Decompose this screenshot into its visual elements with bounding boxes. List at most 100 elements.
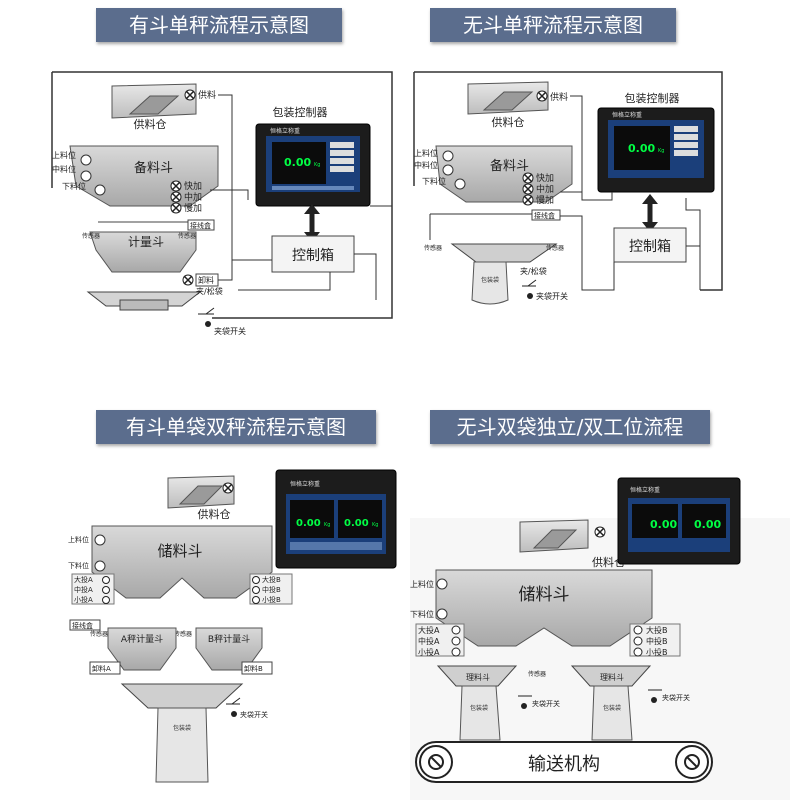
valve-b-icons xyxy=(633,625,643,657)
weigh-hopper-label: 计量斗 xyxy=(128,235,164,249)
valve-b-icons xyxy=(252,576,260,604)
title-banner-2: 无斗单秤流程示意图 xyxy=(430,8,676,42)
valve-a-icons xyxy=(102,576,110,604)
discharge-b-label: 卸料B xyxy=(244,664,263,673)
bag-switch-label: 夹袋开关 xyxy=(214,326,246,336)
level-sensor-icon xyxy=(442,150,454,162)
supply-valve-icon xyxy=(594,526,606,538)
mid-a-label: 中投A xyxy=(74,585,93,594)
bag-switch-icon xyxy=(205,321,211,327)
mid-a-label: 中投A xyxy=(418,636,440,646)
packaging-bag xyxy=(155,707,209,783)
fast-label: 快加 xyxy=(536,172,554,184)
bag-label: 包装袋 xyxy=(470,704,488,712)
display-value-a: 0.00 xyxy=(296,518,321,529)
packaging-bag-a xyxy=(459,685,501,741)
packaging-bag-b xyxy=(591,685,633,741)
small-a-label: 小投A xyxy=(74,595,93,604)
storage-hopper xyxy=(91,525,273,599)
scale-a-hopper xyxy=(107,627,177,671)
bag-clamp xyxy=(86,291,202,307)
junction-box xyxy=(531,209,561,221)
bag-clamp xyxy=(120,683,244,709)
clamp-release-label: 夹/松袋 xyxy=(520,266,547,276)
display-unit: Kg xyxy=(314,162,320,168)
bag-switch-label: 夹袋开关 xyxy=(240,710,268,719)
junction-box-label: 接线盒 xyxy=(72,621,93,630)
bag-label: 包装袋 xyxy=(603,704,621,712)
bag-switch-icon xyxy=(521,703,527,709)
level-sensor-icon xyxy=(442,164,454,176)
panel-1: 供料仓 供料 备料斗 上料位 中料位 下料位 快加 中加 慢加 包装控制器 恒格… xyxy=(51,71,393,336)
brand-label: 恒格立称重 xyxy=(612,111,642,119)
small-b-label: 小投B xyxy=(646,647,668,657)
slow-valve-icon xyxy=(522,194,534,206)
medium-label: 中加 xyxy=(536,183,554,195)
sort-hopper-a-label: 理料斗 xyxy=(466,672,490,682)
title-text: 无斗单秤流程示意图 xyxy=(463,13,643,37)
level-sensor-icon xyxy=(80,170,92,182)
fast-valve-icon xyxy=(170,180,182,192)
sensor-label: 传感器 xyxy=(546,244,564,252)
bag-label: 包装袋 xyxy=(481,276,499,284)
sensor-label: 传感器 xyxy=(178,232,196,240)
big-a-label: 大投A xyxy=(418,625,440,635)
scale-a-label: A秤计量斗 xyxy=(121,633,163,645)
brand-label: 恒格立称重 xyxy=(270,127,300,135)
junction-box xyxy=(69,619,101,631)
discharge-valve-icon xyxy=(182,274,194,286)
title-banner-4: 无斗双袋独立/双工位流程 xyxy=(430,410,710,444)
medium-valve-icon xyxy=(522,183,534,195)
lower-level-label: 下料位 xyxy=(422,176,446,186)
display-value: 0.00 xyxy=(284,156,311,169)
sensor-label: 传感器 xyxy=(528,670,546,678)
fast-label: 快加 xyxy=(184,180,202,192)
level-sensor-icon xyxy=(94,560,106,572)
conveyor-label: 输送机构 xyxy=(528,754,600,775)
display-value-a: 0.00 xyxy=(650,518,677,531)
bag-clamp xyxy=(450,243,558,263)
brand-label: 恒格立称重 xyxy=(630,486,660,494)
upper-level-label: 上料位 xyxy=(414,148,438,158)
small-a-label: 小投A xyxy=(418,647,440,657)
display-value-b: 0.00 xyxy=(344,518,369,529)
level-sensor-icon xyxy=(94,184,106,196)
sort-hopper-a xyxy=(436,665,518,687)
bag-switch-icon xyxy=(231,711,237,717)
panel-3: 供料仓 恒格立称重 0.00 0.00 Kg Kg 储料斗 上料位 下料位 大投… xyxy=(68,469,397,783)
upper-level-label: 上料位 xyxy=(410,579,434,589)
panel-4: 供料仓 恒格立称重 0.00 0.00 储料斗 上料位 下料位 大投A 中投A … xyxy=(410,477,790,800)
big-b-label: 大投B xyxy=(646,625,668,635)
upper-level-label: 上料位 xyxy=(68,535,89,544)
clamp-release-label: 夹/松袋 xyxy=(196,286,223,296)
level-sensor-icon xyxy=(454,178,466,190)
sensor-label: 传感器 xyxy=(82,232,100,240)
supply-chute xyxy=(128,95,180,115)
fast-valve-icon xyxy=(522,172,534,184)
standby-hopper-label: 备料斗 xyxy=(490,158,529,174)
bag-switch-label: 夹袋开关 xyxy=(662,693,690,702)
slow-label: 慢加 xyxy=(184,202,202,214)
discharge-label: 卸料 xyxy=(198,275,214,285)
panel-2: 供料仓 供料 备料斗 上料位 中料位 下料位 快加 中加 慢加 包装控制器 恒格… xyxy=(413,71,723,305)
level-sensor-icon xyxy=(94,534,106,546)
display-unit: Kg xyxy=(372,522,378,528)
supply-label: 供料 xyxy=(198,89,216,101)
sort-hopper-b-label: 理料斗 xyxy=(600,672,624,682)
control-box xyxy=(271,235,355,273)
display-value: 0.00 xyxy=(628,142,655,155)
slow-label: 慢加 xyxy=(536,194,554,206)
sensor-label: 传感器 xyxy=(174,630,192,638)
supply-valve-icon xyxy=(222,482,234,494)
controller-label: 包装控制器 xyxy=(273,105,328,119)
discharge-a-label: 卸料A xyxy=(92,664,111,673)
mid-b-label: 中投B xyxy=(262,585,281,594)
storage-hopper-label: 储料斗 xyxy=(157,542,202,560)
standby-hopper xyxy=(69,145,219,207)
big-a-label: 大投A xyxy=(74,575,93,584)
junction-box xyxy=(187,219,215,231)
title-text: 无斗双袋独立/双工位流程 xyxy=(456,415,684,439)
valve-a-icons xyxy=(451,625,461,657)
mid-b-label: 中投B xyxy=(646,636,668,646)
